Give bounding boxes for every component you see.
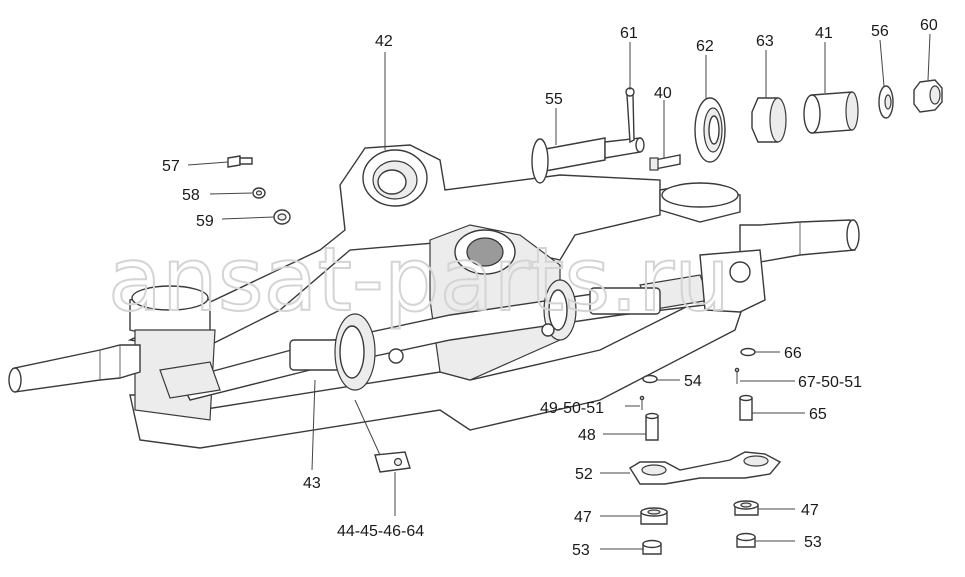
callout-54: 54 bbox=[684, 373, 702, 390]
callout-53-right: 53 bbox=[804, 534, 822, 551]
callout-67-50-51: 67-50-51 bbox=[798, 374, 862, 391]
pivot-pin-55 bbox=[531, 137, 645, 184]
callout-53-left: 53 bbox=[572, 542, 590, 559]
callout-63: 63 bbox=[756, 33, 774, 50]
bearing-47-right bbox=[733, 500, 759, 516]
bushing-63 bbox=[751, 97, 787, 143]
callout-47-left: 47 bbox=[574, 509, 592, 526]
seal-66 bbox=[740, 347, 756, 357]
tie-rod-linkage bbox=[159, 274, 711, 401]
callout-58: 58 bbox=[182, 187, 200, 204]
pin-67-50-51 bbox=[734, 367, 740, 384]
washer-56 bbox=[878, 85, 894, 119]
seal-54 bbox=[642, 374, 658, 384]
cotter-pin-61 bbox=[625, 87, 635, 144]
callout-47-right: 47 bbox=[801, 502, 819, 519]
callout-52: 52 bbox=[575, 466, 593, 483]
nut-53-right bbox=[736, 532, 756, 548]
left-axle-shaft bbox=[8, 344, 141, 393]
bearing-41 bbox=[803, 91, 859, 134]
callout-labels: 42 61 62 63 41 56 60 55 40 57 58 59 66 5… bbox=[162, 17, 938, 559]
bearing-47-left bbox=[640, 507, 668, 525]
watermark-text: ansat-parts.ru bbox=[108, 228, 730, 331]
callout-42: 42 bbox=[375, 33, 393, 50]
callout-40: 40 bbox=[654, 85, 672, 102]
callout-49-50-51: 49-50-51 bbox=[540, 400, 604, 417]
block-44-45-46-64 bbox=[374, 451, 411, 473]
callout-62: 62 bbox=[696, 38, 714, 55]
callout-56: 56 bbox=[871, 23, 889, 40]
washer-59 bbox=[273, 209, 291, 225]
flange-62 bbox=[694, 97, 726, 163]
right-bracket bbox=[699, 249, 766, 313]
sleeve-48 bbox=[645, 412, 659, 441]
leader-lines bbox=[187, 33, 931, 550]
bolt-57 bbox=[227, 155, 253, 168]
nut-60 bbox=[913, 79, 943, 113]
callout-66: 66 bbox=[784, 345, 802, 362]
callout-44-45-46-64: 44-45-46-64 bbox=[337, 523, 424, 540]
washer-58 bbox=[252, 187, 266, 199]
right-axle-shaft bbox=[739, 219, 860, 263]
sleeve-65 bbox=[739, 394, 753, 421]
lever-52 bbox=[629, 451, 782, 485]
bolt-40 bbox=[649, 154, 681, 171]
callout-43: 43 bbox=[303, 475, 321, 492]
callout-59: 59 bbox=[196, 213, 214, 230]
pin-49-50-51 bbox=[639, 395, 645, 410]
callout-55: 55 bbox=[545, 91, 563, 108]
callout-57: 57 bbox=[162, 158, 180, 175]
callout-48: 48 bbox=[578, 427, 596, 444]
callout-60: 60 bbox=[920, 17, 938, 34]
nut-53-left bbox=[642, 539, 662, 555]
callout-41: 41 bbox=[815, 25, 833, 42]
axle-housing bbox=[127, 144, 746, 449]
callout-65: 65 bbox=[809, 406, 827, 423]
callout-61: 61 bbox=[620, 25, 638, 42]
